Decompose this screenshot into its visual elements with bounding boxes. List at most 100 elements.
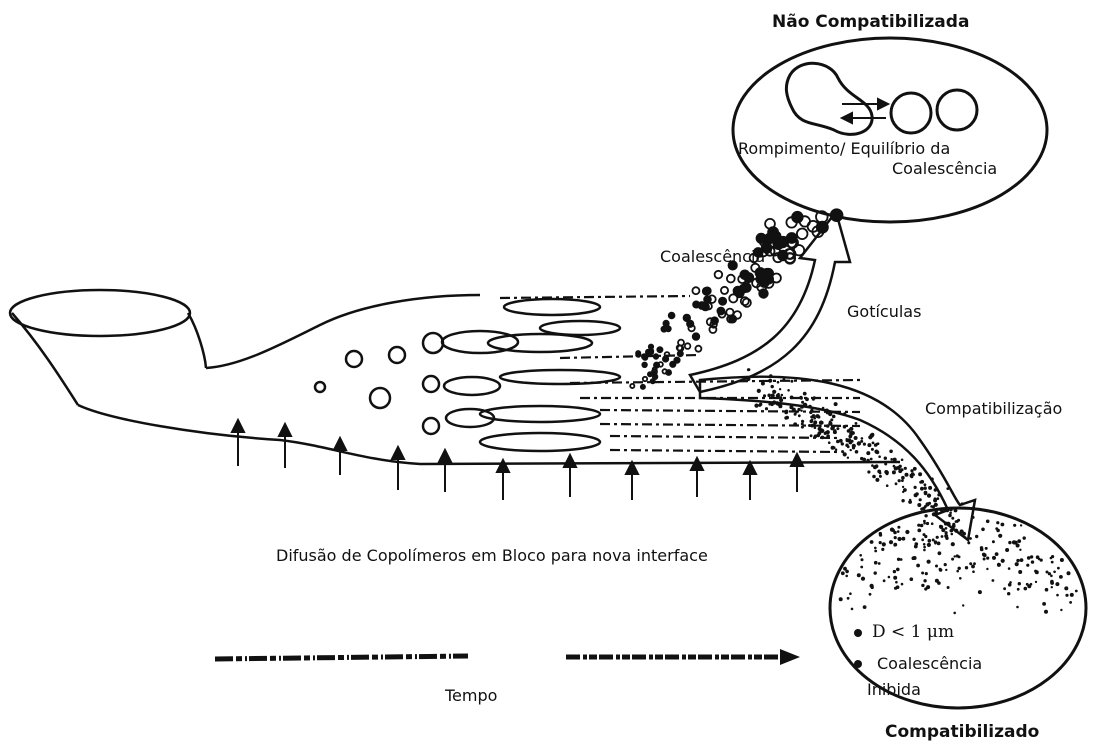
fine-particle bbox=[946, 487, 949, 490]
fine-particle bbox=[831, 446, 835, 450]
coalescing-droplet bbox=[797, 229, 808, 240]
fine-particle bbox=[746, 377, 750, 381]
fine-particle bbox=[920, 524, 924, 528]
fine-particle bbox=[956, 570, 959, 573]
fine-particle bbox=[789, 405, 793, 409]
fine-particle bbox=[870, 540, 874, 544]
fine-particle bbox=[983, 558, 986, 561]
fine-particle bbox=[835, 448, 838, 451]
fine-particle bbox=[985, 547, 988, 550]
fine-particle bbox=[893, 570, 896, 573]
fine-particle bbox=[909, 499, 911, 501]
fine-particle bbox=[879, 475, 882, 478]
fine-particle bbox=[1055, 582, 1059, 586]
fine-particle bbox=[889, 450, 893, 454]
fine-particle bbox=[849, 592, 852, 595]
fine-particle bbox=[923, 520, 926, 523]
fine-particle bbox=[972, 570, 975, 573]
coalescing-droplet bbox=[641, 385, 645, 389]
fine-particle bbox=[1016, 559, 1019, 562]
fine-particle bbox=[870, 433, 874, 437]
fine-particle bbox=[924, 514, 927, 517]
fine-particle bbox=[893, 544, 896, 547]
fine-particle bbox=[1059, 575, 1063, 579]
fine-particle bbox=[1046, 571, 1049, 574]
fine-particle bbox=[872, 442, 875, 445]
fine-particle bbox=[893, 576, 897, 580]
coalescing-droplet bbox=[756, 268, 766, 278]
fine-particle bbox=[901, 476, 905, 480]
fine-particle bbox=[801, 420, 804, 423]
coalescing-droplet bbox=[630, 384, 634, 388]
fine-particle bbox=[1007, 592, 1010, 595]
fine-particle bbox=[1016, 606, 1019, 609]
fine-particle bbox=[945, 531, 948, 534]
fine-particle bbox=[927, 543, 931, 547]
fine-particle bbox=[986, 557, 989, 560]
fine-particle bbox=[863, 605, 867, 609]
fine-particle bbox=[980, 546, 983, 549]
coalescing-droplet bbox=[652, 371, 656, 375]
fine-particle bbox=[793, 422, 797, 426]
fine-particle bbox=[894, 466, 898, 470]
fine-particle bbox=[1042, 602, 1046, 606]
fine-particle bbox=[916, 564, 920, 568]
fine-particle bbox=[819, 421, 823, 425]
fine-particle bbox=[747, 368, 750, 371]
broken-threads bbox=[500, 296, 860, 452]
fine-particle bbox=[954, 529, 958, 533]
coalescing-droplet bbox=[744, 273, 753, 282]
fine-particle bbox=[919, 498, 922, 501]
fine-particle bbox=[923, 546, 926, 549]
fine-particle bbox=[898, 469, 902, 473]
fine-particle bbox=[878, 562, 881, 565]
fine-particle bbox=[943, 508, 947, 512]
fine-particle bbox=[934, 497, 937, 500]
coalescing-droplet bbox=[669, 313, 675, 319]
fine-particle bbox=[805, 397, 809, 401]
fine-particle bbox=[996, 529, 1000, 533]
fine-particle bbox=[803, 392, 807, 396]
coalescing-droplet bbox=[643, 377, 647, 381]
fine-particle bbox=[935, 565, 938, 568]
coalescing-droplet bbox=[715, 271, 723, 279]
fine-particle bbox=[843, 425, 847, 429]
fine-particle bbox=[914, 486, 917, 489]
diffusion-label: Difusão de Copolímeros em Bloco para nov… bbox=[276, 546, 708, 565]
coalescing-droplet bbox=[759, 289, 768, 298]
coalescing-droplet bbox=[661, 327, 666, 332]
fine-particle bbox=[992, 579, 995, 582]
fine-particle bbox=[915, 542, 919, 546]
compatibilized-title: Compatibilizado bbox=[885, 722, 1039, 742]
fine-particle bbox=[885, 471, 889, 475]
fine-particle bbox=[784, 411, 788, 415]
coalescing-droplet bbox=[642, 363, 647, 368]
fine-particle bbox=[939, 568, 942, 571]
inhibited-coalescence-label-1: Coalescência bbox=[877, 654, 982, 673]
fine-particle bbox=[995, 552, 999, 556]
fine-particle bbox=[874, 450, 878, 454]
coalescing-droplet bbox=[663, 369, 667, 373]
fine-particle bbox=[847, 429, 850, 432]
fine-particle bbox=[834, 402, 838, 406]
fine-particle bbox=[928, 486, 932, 490]
fine-particle bbox=[1030, 555, 1033, 558]
fine-particle bbox=[759, 403, 762, 406]
fine-particle bbox=[1012, 540, 1016, 544]
fine-particle bbox=[905, 530, 909, 534]
fine-particle bbox=[934, 488, 937, 491]
fine-particle bbox=[1013, 524, 1016, 527]
fine-particle bbox=[828, 412, 832, 416]
fine-particle bbox=[1050, 557, 1053, 560]
fine-particle bbox=[810, 434, 813, 437]
fine-particle bbox=[982, 553, 986, 557]
fine-particle bbox=[767, 394, 771, 398]
fine-particle bbox=[944, 563, 947, 566]
fine-particle bbox=[771, 394, 775, 398]
fine-particle bbox=[931, 522, 934, 525]
fine-particle bbox=[951, 542, 955, 546]
coalescing-droplet bbox=[760, 278, 769, 287]
fine-particle bbox=[857, 573, 861, 577]
fine-particle bbox=[926, 585, 930, 589]
fine-particle bbox=[897, 530, 900, 533]
